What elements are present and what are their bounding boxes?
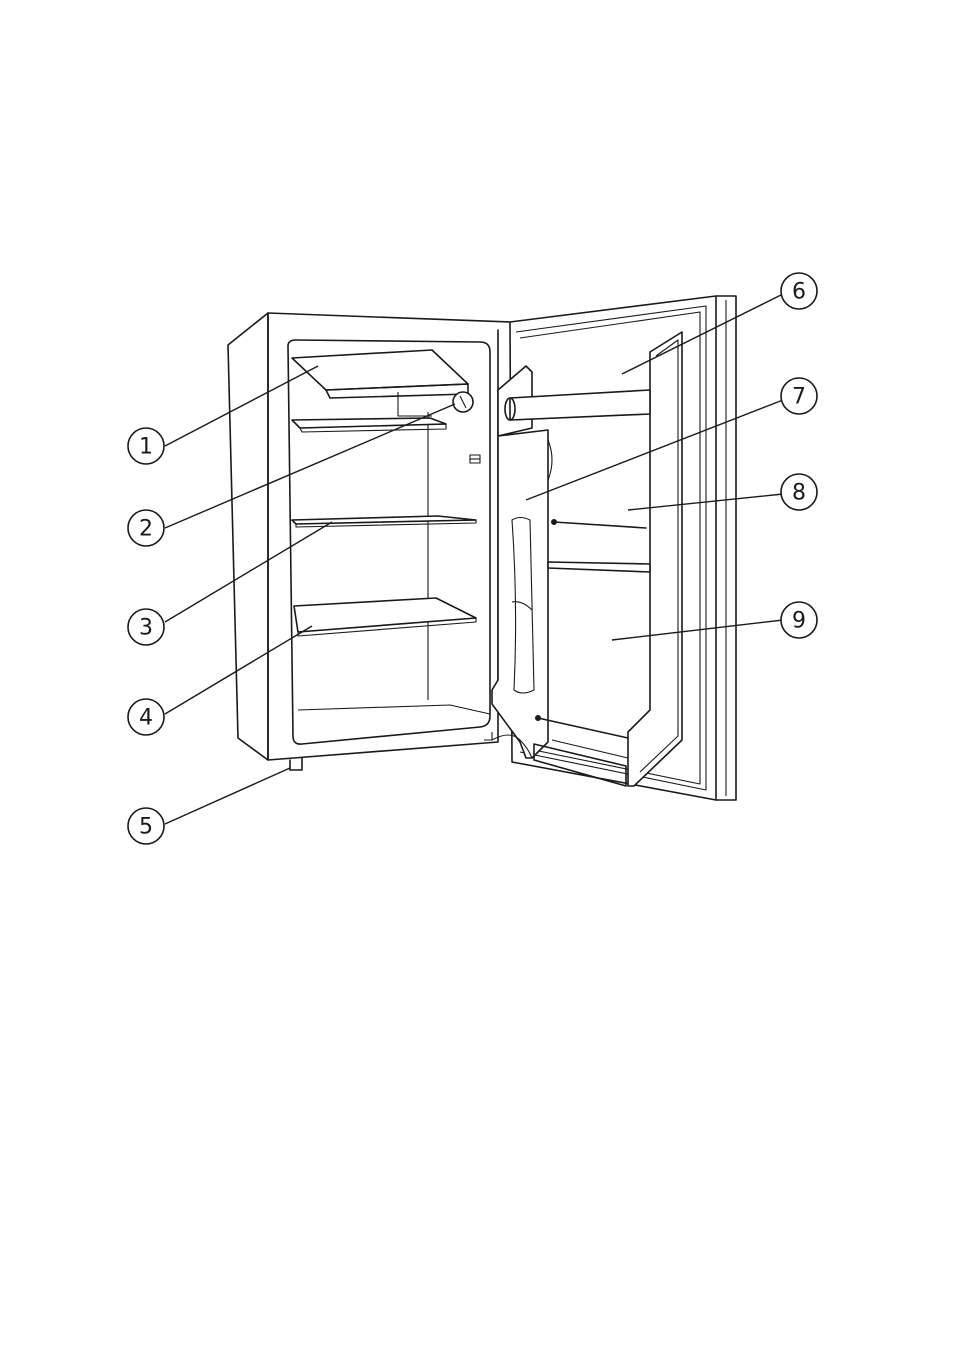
- callout-3: 3: [128, 609, 164, 645]
- leader-5: [165, 768, 290, 824]
- callout-6-label: 6: [792, 280, 806, 305]
- shelf-lower: [294, 598, 476, 636]
- leader-4: [165, 626, 312, 714]
- leader-9: [612, 620, 783, 640]
- callout-1: 1: [128, 428, 164, 464]
- door-shelf-middle: [548, 519, 650, 572]
- shelf-upper: [292, 516, 476, 527]
- callout-6: 6: [781, 273, 817, 309]
- callout-5: 5: [128, 808, 164, 844]
- thermostat-dial: [453, 392, 480, 463]
- callout-8-label: 8: [792, 481, 806, 506]
- callout-2: 2: [128, 510, 164, 546]
- freezer-compartment: [292, 350, 468, 432]
- callout-9-label: 9: [792, 609, 806, 634]
- callout-1-label: 1: [139, 435, 153, 460]
- callout-3-label: 3: [139, 616, 153, 641]
- callout-4: 4: [128, 699, 164, 735]
- callout-5-label: 5: [139, 815, 153, 840]
- callout-9: 9: [781, 602, 817, 638]
- callout-4-label: 4: [139, 706, 153, 731]
- fridge-door: [492, 296, 736, 800]
- callout-7-label: 7: [792, 385, 806, 410]
- callout-8: 8: [781, 474, 817, 510]
- leader-1: [165, 366, 318, 446]
- callout-7: 7: [781, 378, 817, 414]
- callout-2-label: 2: [139, 517, 153, 542]
